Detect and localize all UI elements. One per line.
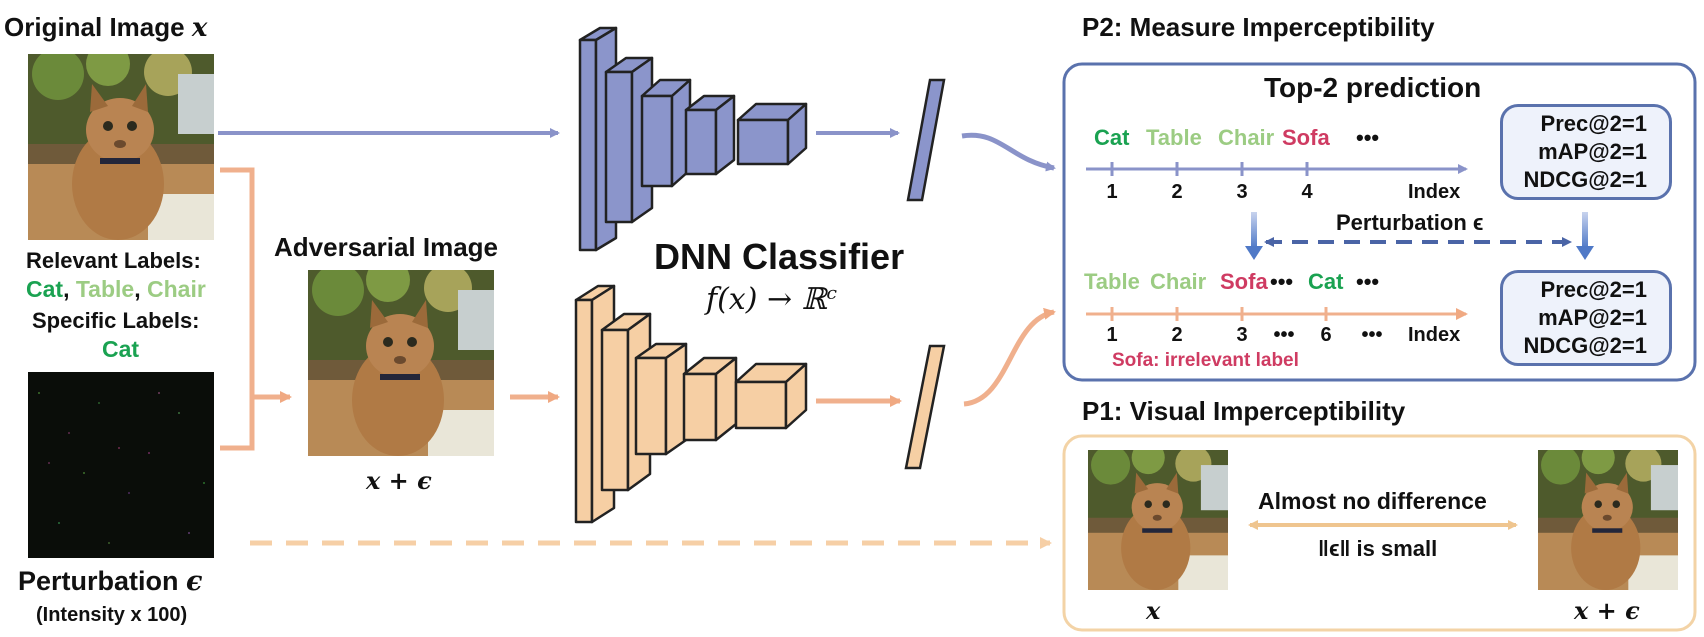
bottom-pred-ellipsis-2: ••• [1356, 269, 1380, 294]
p1-diff-label: Almost no difference [1258, 488, 1487, 514]
adversarial-cat-image [308, 270, 494, 456]
metric-top-prec: Prec@2=1 [1540, 111, 1647, 136]
p1-right-caption: x + ϵ [1574, 596, 1640, 625]
p2-frame [1062, 62, 1697, 382]
metric-bottom-map: mAP@2=1 [1538, 305, 1647, 330]
p2-perturbation-label: Perturbation ϵ [1336, 210, 1484, 235]
perturbation-title: Perturbation ϵ [18, 566, 203, 597]
arrow-blue-to-p2 [961, 132, 1056, 172]
network-orange [574, 284, 808, 524]
irrelevant-label-note: Sofa: irrelevant label [1112, 350, 1299, 371]
specific-labels-heading: Specific Labels: [32, 308, 200, 333]
adversarial-title: Adversarial Image [274, 232, 499, 262]
classifier-formula: f(x) → ℝᶜ [706, 282, 838, 317]
p1-norm-label: ‖ϵ‖ is small [1318, 536, 1438, 561]
top-pred-ellipsis: ••• [1356, 125, 1380, 150]
bottom-tick-3: 3 [1236, 324, 1248, 346]
p1-title: P1: Visual Imperceptibility [1082, 396, 1406, 426]
perturbation-noise-image [28, 372, 214, 558]
bottom-tick-ellipsis-1: ••• [1273, 324, 1295, 346]
p1-original-image [1088, 450, 1228, 590]
relevant-label-cat: Cat [26, 276, 64, 302]
p1-left-caption: x [1146, 596, 1161, 625]
output-layer-blue [906, 78, 946, 202]
original-image-title: Original Image x [4, 12, 208, 43]
output-layer-orange [904, 344, 946, 470]
metrics-box-top: Prec@2=1 mAP@2=1 NDCG@2=1 [1500, 104, 1672, 200]
bottom-pred-ellipsis-1: ••• [1270, 269, 1294, 294]
specific-label-cat: Cat [102, 336, 140, 362]
top-tick-3: 3 [1236, 181, 1248, 203]
top-pred-cat: Cat [1094, 125, 1130, 150]
adversarial-caption: x + ϵ [366, 466, 432, 495]
metric-top-ndcg: NDCG@2=1 [1523, 167, 1647, 192]
bottom-tick-6: 6 [1320, 324, 1332, 346]
classifier-title: DNN Classifier [654, 236, 905, 277]
original-cat-image [28, 54, 214, 240]
bottom-pred-table: Table [1084, 269, 1140, 294]
metric-bottom-prec: Prec@2=1 [1540, 277, 1647, 302]
top-tick-1: 1 [1106, 181, 1118, 203]
top-tick-4: 4 [1301, 181, 1313, 203]
arrow-orange-to-p2 [963, 307, 1056, 407]
top-pred-table: Table [1146, 125, 1202, 150]
metric-bottom-ndcg: NDCG@2=1 [1523, 333, 1647, 358]
bottom-pred-chair: Chair [1150, 269, 1207, 294]
p2-box-title: Top-2 prediction [1264, 72, 1482, 103]
bottom-tick-2: 2 [1171, 324, 1183, 346]
p1-frame [1062, 434, 1697, 632]
p1-adversarial-image [1538, 450, 1678, 590]
bottom-pred-sofa: Sofa [1220, 269, 1268, 294]
relevant-labels-heading: Relevant Labels: [26, 248, 201, 273]
top-tick-2: 2 [1171, 181, 1183, 203]
bottom-pred-cat: Cat [1308, 269, 1344, 294]
bottom-tick-ellipsis-2: ••• [1361, 324, 1383, 346]
bottom-tick-1: 1 [1106, 324, 1118, 346]
metric-top-map: mAP@2=1 [1538, 139, 1647, 164]
top-index-label: Index [1408, 181, 1461, 203]
bracket-combine [220, 167, 255, 451]
top-pred-sofa: Sofa [1282, 125, 1330, 150]
bottom-index-label: Index [1408, 324, 1461, 346]
perturbation-subtitle: (Intensity x 100) [36, 604, 188, 626]
relevant-labels-list: Cat, Table, Chair [26, 276, 206, 302]
relevant-label-chair: Chair [147, 276, 206, 302]
network-blue [578, 26, 808, 252]
metrics-box-bottom: Prec@2=1 mAP@2=1 NDCG@2=1 [1500, 270, 1672, 366]
top-pred-chair: Chair [1218, 125, 1275, 150]
relevant-label-table: Table [75, 276, 135, 302]
p2-title: P2: Measure Imperceptibility [1082, 12, 1435, 42]
